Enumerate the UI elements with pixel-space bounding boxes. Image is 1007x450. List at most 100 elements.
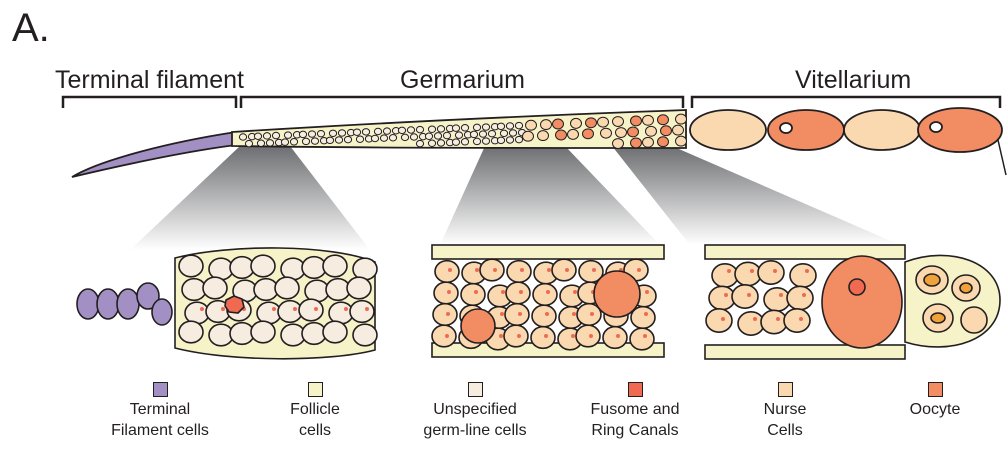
panel3-oocyte-nucleus xyxy=(849,279,865,295)
panel3-nurse-cell xyxy=(738,312,764,335)
panel2-ring-canal xyxy=(446,312,450,316)
panel3-nurse-cell xyxy=(735,262,761,285)
panel3-nurse-cell xyxy=(784,309,810,332)
terminal-filament-swatch xyxy=(153,382,168,397)
germarium-cell xyxy=(506,123,513,129)
panel3-oocyte xyxy=(822,256,902,348)
panel2-ring-canal xyxy=(571,334,575,338)
germarium-cell xyxy=(470,131,477,137)
panel2-ring-canal xyxy=(447,290,451,294)
germarium-cell xyxy=(673,125,684,135)
stalk-line xyxy=(998,140,1006,175)
germarium-cell xyxy=(488,130,495,136)
panel2-cell xyxy=(435,261,459,283)
germarium-cell xyxy=(308,131,315,137)
germarium-cell xyxy=(631,116,642,126)
panel2-ring-canal xyxy=(572,312,576,316)
panel2-ring-canal xyxy=(475,268,479,272)
panel3-ring-canal xyxy=(727,269,731,273)
germarium-cell xyxy=(401,134,408,140)
oocyte-swatch xyxy=(928,382,943,397)
panel3-nurse-cell xyxy=(709,286,735,309)
germarium-cell xyxy=(245,140,252,146)
legend-label-line1: Oocyte xyxy=(865,399,1005,420)
vitellarium-chambers xyxy=(690,108,1002,152)
panel3-nurse-cell xyxy=(787,286,813,309)
germarium-cell xyxy=(661,126,672,136)
germarium-cell xyxy=(497,137,504,143)
germarium-cell xyxy=(443,132,450,138)
germarium-cell xyxy=(284,132,291,138)
germarium-cell xyxy=(416,126,423,132)
panel2-cell xyxy=(480,259,504,281)
germarium-cell xyxy=(326,137,333,143)
panel2-ring-canal xyxy=(519,290,523,294)
germarium-cell xyxy=(583,129,594,139)
panel3-ring-canal xyxy=(776,317,780,321)
panel1-ring-canal xyxy=(365,307,369,311)
nurse-cells-swatch xyxy=(778,382,793,397)
panel1-ring-canal xyxy=(272,307,276,311)
panel1-ring-canal xyxy=(200,307,204,311)
bracket-germarium xyxy=(241,97,683,108)
germarium-cell xyxy=(356,136,363,142)
panel1-cell xyxy=(323,321,347,343)
germarium-cell xyxy=(338,130,345,136)
legend-label-line2: Cells xyxy=(715,420,855,441)
germarium-cell xyxy=(335,137,342,143)
germarium-cell xyxy=(676,114,687,124)
panel3-ring-canal xyxy=(721,317,725,321)
panel3-nurse-cells xyxy=(706,261,816,335)
panel2-cell xyxy=(507,261,531,283)
zoom-cones xyxy=(130,146,900,250)
germarium-cell xyxy=(616,128,627,138)
panel2-cell xyxy=(461,284,485,306)
germarium-cell xyxy=(461,139,468,145)
panel2-cell xyxy=(433,304,457,326)
panel2-cell xyxy=(630,328,654,350)
germarium-cell xyxy=(515,122,522,128)
panel2-cell xyxy=(552,259,576,281)
panel2-cell xyxy=(505,304,529,326)
oocyte-nucleus-2 xyxy=(930,122,942,132)
panel2-ring-canal xyxy=(500,312,504,316)
oocyte-nucleus-1 xyxy=(780,123,792,133)
egg-chamber-1-oocyte xyxy=(768,110,844,150)
germarium-cell xyxy=(482,138,489,144)
germarium-cell xyxy=(556,130,567,140)
germarium-cell xyxy=(389,135,396,141)
germarium-cell xyxy=(362,129,369,135)
germarium-cell xyxy=(266,140,273,146)
germarium-cell xyxy=(601,128,612,138)
germarium-cell xyxy=(374,128,381,134)
germarium-cell xyxy=(628,127,639,137)
panel2-cell xyxy=(504,325,528,347)
legend-label-line1: Fusome and xyxy=(565,399,705,420)
panel3-ring-canal xyxy=(799,317,803,321)
bracket-vitellarium xyxy=(692,97,1000,108)
germarium-cell xyxy=(398,127,405,133)
panel3-nurse-cell xyxy=(732,285,758,308)
germarium-cell xyxy=(461,125,468,131)
legend-item: Oocyte xyxy=(865,382,1005,420)
germarium-cell xyxy=(631,138,642,148)
panel2-cell xyxy=(434,282,458,304)
panel2-ring-canal xyxy=(501,290,505,294)
germarium-cell xyxy=(515,136,522,142)
legend-label-line2: cells xyxy=(245,420,385,441)
germarium-cell xyxy=(299,131,306,137)
fusome-swatch xyxy=(628,382,643,397)
panel2-cell xyxy=(531,327,555,349)
germarium-cell xyxy=(290,139,297,145)
germarium-cell xyxy=(479,131,486,137)
germarium-cell xyxy=(658,137,669,147)
panel1-ring-canal xyxy=(293,307,297,311)
panel1-cell xyxy=(323,255,347,277)
panel1-cell xyxy=(350,301,374,323)
terminal-filament-strand xyxy=(72,132,236,177)
germarium-cell xyxy=(263,133,270,139)
germarium-cell xyxy=(613,117,624,127)
zoom-cone-1 xyxy=(130,146,370,250)
